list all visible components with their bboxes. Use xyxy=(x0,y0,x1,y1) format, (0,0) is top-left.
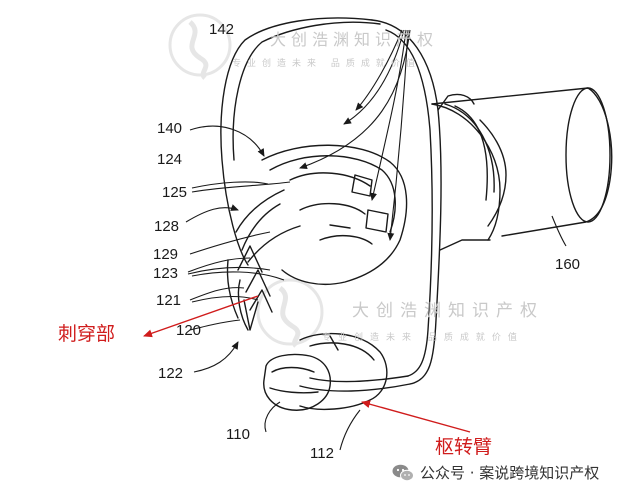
label-128: 128 xyxy=(154,218,180,235)
label-121: 121 xyxy=(156,292,182,309)
label-160: 160 xyxy=(555,256,581,273)
watermark-logo-mid xyxy=(256,278,324,348)
label-125: 125 xyxy=(162,184,188,201)
label-129: 129 xyxy=(153,246,179,263)
watermark-logo-top xyxy=(168,13,232,80)
leader-lines xyxy=(185,29,567,451)
wechat-icon xyxy=(392,464,414,481)
label-122: 122 xyxy=(158,365,184,382)
pivot-arm-arrow xyxy=(361,400,471,433)
label-140: 140 xyxy=(157,120,183,137)
annotation-pivot-arm: 枢转臂 xyxy=(435,436,493,458)
piercing-spikes xyxy=(237,245,263,273)
device-drawing xyxy=(220,17,613,411)
watermark-slogan-top: 专业创造未来 品质成就价值 xyxy=(232,59,421,69)
footer: 公众号 · 案说跨境知识产权 xyxy=(392,462,599,483)
inner-hub xyxy=(261,144,408,285)
watermark-slogan-mid: 专业创造未来 品质成就价值 xyxy=(322,333,524,343)
label-142: 142 xyxy=(209,21,235,38)
piercing-arrow xyxy=(143,295,259,338)
rear-cylinder-end xyxy=(565,87,611,223)
tab xyxy=(263,353,332,411)
footer-text: 公众号 · 案说跨境知识产权 xyxy=(420,464,600,482)
annotation-piercing-part: 刺穿部 xyxy=(58,323,116,345)
label-123: 123 xyxy=(153,265,179,282)
outer-shroud xyxy=(220,17,373,266)
label-110: 110 xyxy=(226,426,250,443)
label-124: 124 xyxy=(157,151,183,168)
watermark-brand-mid: 大创浩渊知识产权 xyxy=(352,301,544,321)
rear-cylinder xyxy=(431,87,613,237)
annotation-arrows xyxy=(143,295,471,433)
pivot-arm xyxy=(299,332,388,411)
label-120: 120 xyxy=(176,322,202,339)
watermark-brand-top: 大创浩渊知识产权 xyxy=(270,30,439,49)
label-112: 112 xyxy=(310,445,334,462)
